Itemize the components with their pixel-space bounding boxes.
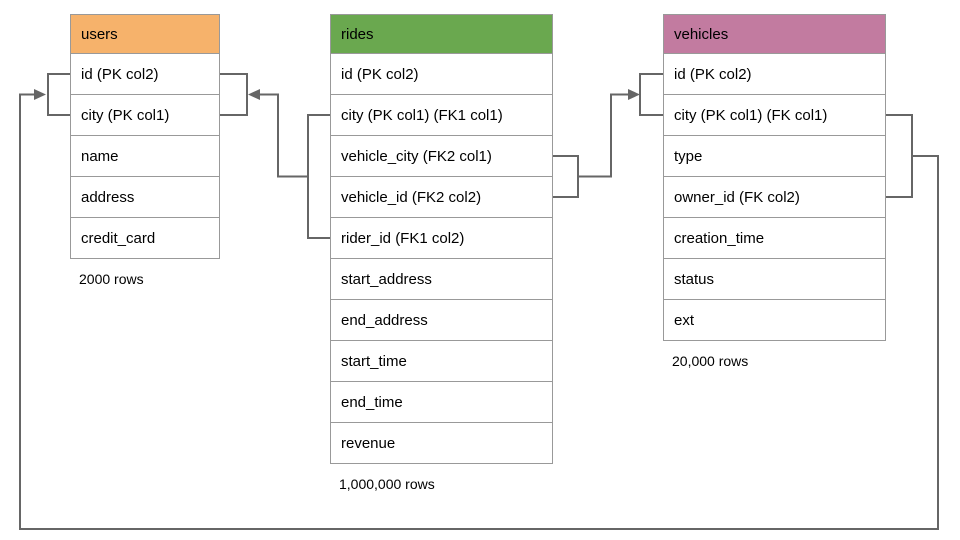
table-title-vehicles: vehicles xyxy=(664,15,885,54)
connector-vehicles-to-users xyxy=(19,73,939,530)
column-row: end_time xyxy=(331,382,552,423)
rides-to-users-line xyxy=(260,93,308,178)
row-count-label: 1,000,000 rows xyxy=(339,476,435,492)
column-row: name xyxy=(71,136,219,177)
column-row: end_address xyxy=(331,300,552,341)
arrowhead-into-users-left xyxy=(34,89,46,100)
vehicles-right-bracket xyxy=(886,114,913,198)
row-count-label: 2000 rows xyxy=(79,271,144,287)
connector-rides-to-users xyxy=(220,73,330,239)
vehicles-left-bracket xyxy=(639,73,663,116)
column-row: revenue xyxy=(331,423,552,463)
users-right-bracket xyxy=(220,73,248,116)
column-row: vehicle_city (FK2 col1) xyxy=(331,136,552,177)
column-row: start_time xyxy=(331,341,552,382)
column-row: vehicle_id (FK2 col2) xyxy=(331,177,552,218)
column-row: city (PK col1) (FK1 col1) xyxy=(331,95,552,136)
table-title-rides: rides xyxy=(331,15,552,54)
arrowhead-into-vehicles-left xyxy=(628,89,640,100)
arrowhead-into-users-right xyxy=(248,89,260,100)
column-row: type xyxy=(664,136,885,177)
column-row: address xyxy=(71,177,219,218)
column-row: city (PK col1) xyxy=(71,95,219,136)
column-row: owner_id (FK col2) xyxy=(664,177,885,218)
column-row: rider_id (FK1 col2) xyxy=(331,218,552,259)
rides-right-bracket xyxy=(553,155,579,198)
column-row: start_address xyxy=(331,259,552,300)
rides-left-bracket xyxy=(307,114,330,239)
users-left-bracket xyxy=(47,73,70,116)
row-count-label: 20,000 rows xyxy=(672,353,749,369)
table-title-users: users xyxy=(71,15,219,54)
rides-to-vehicles-line xyxy=(578,93,628,178)
column-row: status xyxy=(664,259,885,300)
connector-rides-to-vehicles xyxy=(553,73,663,198)
column-row: id (PK col2) xyxy=(71,54,219,95)
column-row: ext xyxy=(664,300,885,340)
column-row: id (PK col2) xyxy=(331,54,552,95)
column-row: credit_card xyxy=(71,218,219,258)
column-row: id (PK col2) xyxy=(664,54,885,95)
column-row: creation_time xyxy=(664,218,885,259)
column-row: city (PK col1) (FK col1) xyxy=(664,95,885,136)
vehicles-to-users-line xyxy=(19,93,939,530)
